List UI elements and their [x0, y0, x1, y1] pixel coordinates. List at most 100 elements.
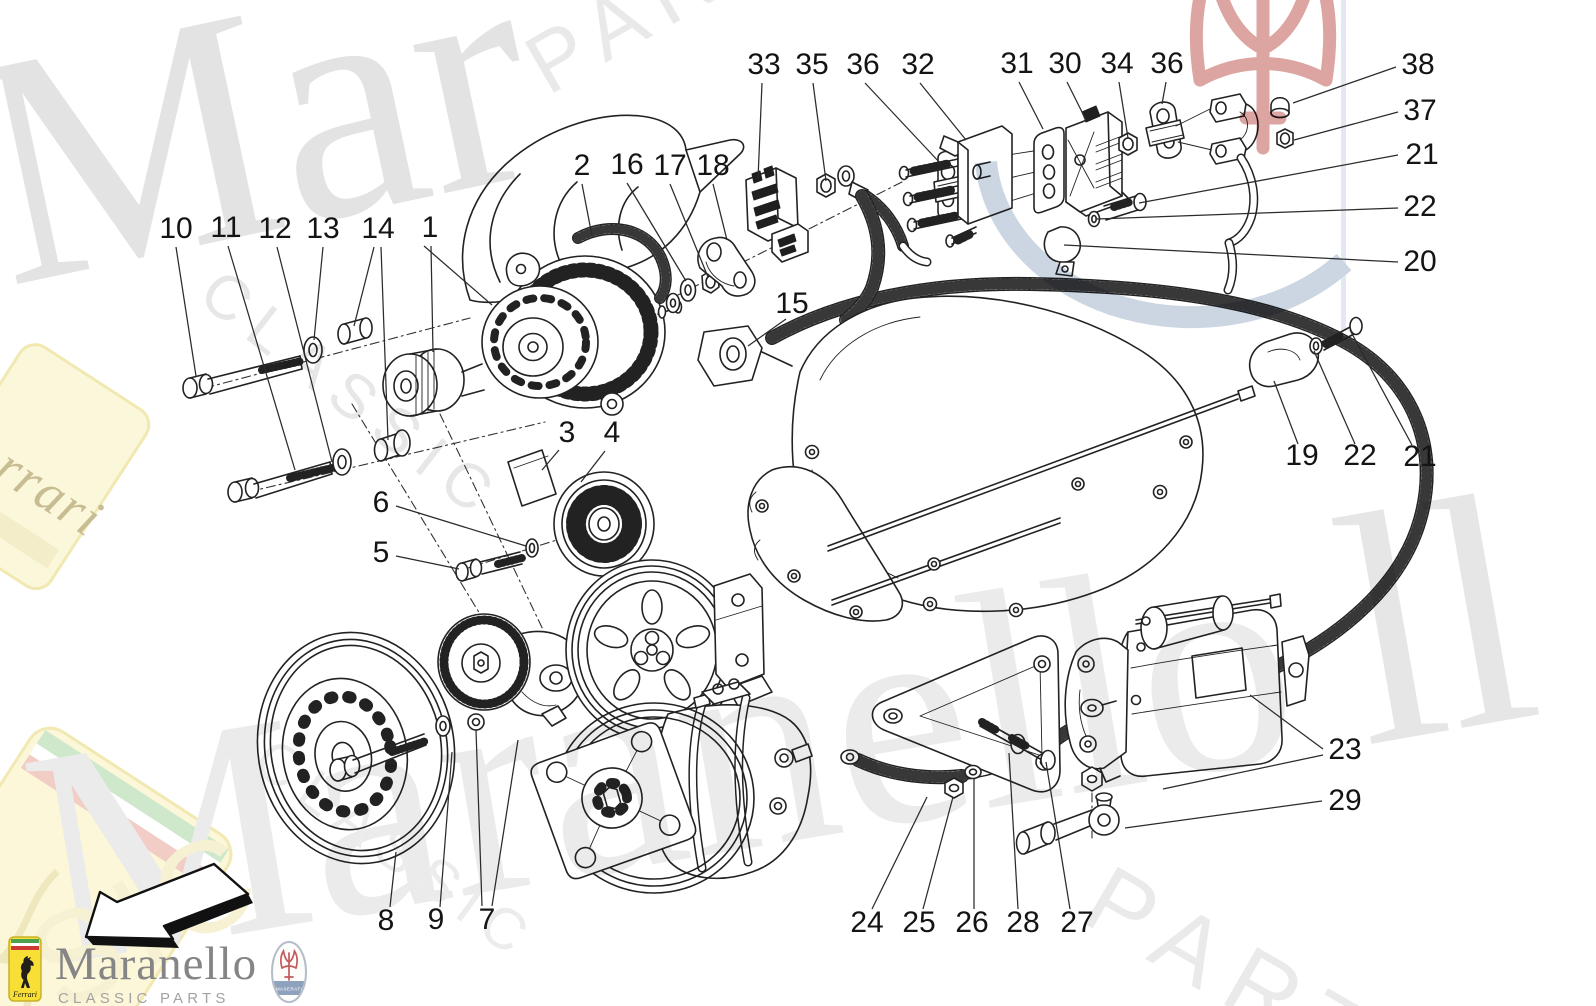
crank-bolt-9-drawing — [329, 715, 451, 782]
callout-20: 20 — [1403, 245, 1436, 278]
callout-24: 24 — [850, 906, 883, 939]
callout-29: 29 — [1328, 784, 1361, 817]
callout-leader-5 — [395, 555, 460, 570]
callout-leader-19 — [1273, 380, 1299, 445]
callout-leader-14 — [380, 246, 389, 441]
callout-36: 36 — [846, 48, 879, 81]
brand-tagline: CLASSIC PARTS — [58, 990, 230, 1006]
callout-22: 22 — [1403, 190, 1436, 223]
nut-34-drawing — [1118, 132, 1138, 156]
callout-leader-9 — [439, 751, 453, 908]
callout-3: 3 — [559, 416, 576, 449]
callout-leader-11 — [227, 245, 296, 471]
callout-2: 2 — [574, 149, 591, 182]
maserati-wordmark: MASERATI — [276, 987, 302, 992]
callout-26: 26 — [955, 906, 988, 939]
callout-leader-29 — [1124, 800, 1323, 829]
callout-30: 30 — [1048, 47, 1081, 80]
idler-pulley-4-drawing — [455, 471, 655, 582]
callout-38: 38 — [1401, 48, 1434, 81]
mounting-hardware-drawing — [182, 317, 411, 503]
callout-leader-30 — [1066, 81, 1087, 121]
brand-name: Maranello — [55, 938, 258, 990]
callout-leader-22 — [1095, 207, 1399, 220]
callout-leader-3 — [541, 449, 560, 471]
brand-footer: Ferrari Maranello CLASSIC PARTS MASERATI — [8, 936, 308, 1006]
callout-leader-35 — [812, 82, 827, 182]
callout-16: 16 — [610, 148, 643, 181]
alternator-pulley-drawing — [382, 348, 485, 417]
callout-leader-7 — [475, 729, 483, 907]
callout-leader-36 — [1161, 81, 1167, 105]
strap-19-drawing — [1248, 316, 1363, 388]
callout-7: 7 — [479, 903, 496, 936]
block-30-drawing — [1065, 105, 1131, 217]
callout-leader-24 — [871, 796, 928, 910]
starter-fitting-29-drawing — [1015, 698, 1120, 855]
callout-leader-7 — [491, 739, 519, 907]
direction-arrow — [84, 862, 253, 948]
grommet-36b-drawing — [1145, 101, 1213, 159]
callout-34: 34 — [1100, 47, 1133, 80]
callout-leader-4 — [580, 450, 606, 483]
ferrari-wordmark: Ferrari — [12, 990, 37, 999]
maserati-logo: MASERATI — [271, 941, 308, 1003]
callout-10: 10 — [159, 212, 192, 245]
callout-36: 36 — [1150, 47, 1183, 80]
callout-1: 1 — [422, 211, 439, 244]
alternator-cable-drawing — [572, 222, 756, 314]
callout-leader-1 — [430, 245, 434, 353]
callout-leader-1 — [423, 245, 493, 306]
callout-21: 21 — [1403, 440, 1436, 473]
callout-27: 27 — [1060, 906, 1093, 939]
callout-18: 18 — [696, 149, 729, 182]
callout-35: 35 — [795, 48, 828, 81]
plate-31-drawing — [1033, 126, 1065, 214]
callout-17: 17 — [653, 149, 686, 182]
callout-leader-34 — [1118, 81, 1129, 139]
callout-leader-2 — [581, 183, 593, 237]
callout-37: 37 — [1403, 94, 1436, 127]
callout-leader-14 — [353, 246, 375, 327]
callout-leader-17 — [669, 183, 709, 278]
timing-cover-drawing — [747, 295, 1256, 622]
prancing-horse-icon — [20, 956, 34, 988]
callout-leader-8 — [389, 851, 397, 908]
callout-19: 19 — [1285, 439, 1318, 472]
starter-motor-drawing — [1064, 593, 1310, 783]
callout-13: 13 — [306, 212, 339, 245]
callout-6: 6 — [373, 486, 390, 519]
ferrari-shield-watermark-bottom — [0, 726, 233, 1006]
callout-21: 21 — [1405, 138, 1438, 171]
callout-leader-33 — [757, 82, 763, 180]
callout-9: 9 — [428, 903, 445, 936]
callout-leader-13 — [313, 246, 324, 341]
callout-leader-12 — [276, 246, 333, 463]
callout-12: 12 — [258, 212, 291, 245]
exploded-diagram — [182, 93, 1434, 894]
tensioner-7-drawing — [437, 613, 586, 731]
watermark-text: PARTS — [1068, 846, 1478, 1006]
callout-32: 32 — [901, 48, 934, 81]
callout-leader-31 — [1018, 81, 1044, 130]
callout-leader-28 — [1008, 752, 1019, 910]
callout-leader-27 — [1045, 761, 1071, 910]
callout-leader-21 — [1349, 329, 1413, 446]
callout-15: 15 — [775, 287, 808, 320]
callout-leader-37 — [1293, 111, 1399, 141]
callout-23: 23 — [1328, 733, 1361, 766]
belt-wedge-3-drawing — [507, 449, 557, 507]
callout-4: 4 — [604, 416, 621, 449]
callout-11: 11 — [210, 211, 241, 244]
ferrari-logo: Ferrari — [8, 936, 42, 1002]
callout-25: 25 — [902, 906, 935, 939]
maserati-badge-watermark — [975, 0, 1352, 330]
callout-leader-15 — [747, 318, 787, 347]
alternator-drawing — [481, 252, 683, 416]
grommet-15-drawing — [697, 325, 793, 387]
ferrari-shield-watermark-top — [0, 343, 151, 591]
connector-33-drawing — [745, 165, 809, 263]
